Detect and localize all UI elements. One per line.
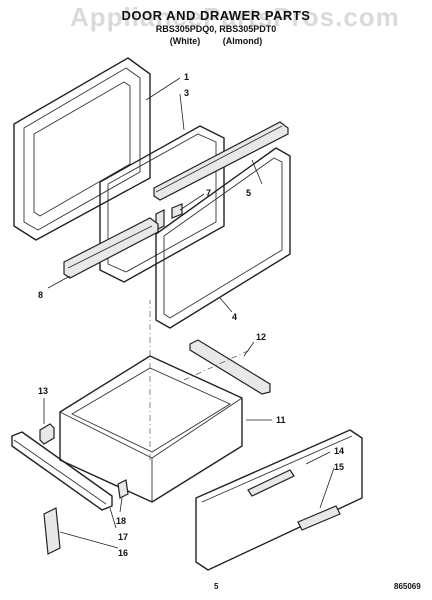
leader-line (145, 77, 181, 101)
leader-line (179, 93, 185, 131)
model-numbers: RBS305PDQ0, RBS305PDT0 (155, 24, 277, 34)
leader-line (179, 193, 205, 211)
part-drawer-handle (297, 505, 341, 531)
leader-line (109, 507, 117, 529)
watermark: AppliancePartsPros.com (70, 2, 400, 32)
color-variants: (White) (Almond) (169, 36, 263, 46)
callout-7: 7 (206, 188, 211, 198)
part-drawer-front (195, 429, 363, 571)
part-door-glass (99, 125, 225, 283)
callout-11: 11 (276, 415, 286, 425)
part-rail-clip (117, 479, 129, 499)
part-drawer-body (59, 355, 243, 503)
part-slide-bracket (39, 423, 55, 445)
leader-line (251, 159, 263, 185)
leader-line (319, 467, 335, 509)
leader-line (305, 451, 331, 465)
callout-5: 5 (246, 188, 251, 198)
callout-17: 17 (118, 532, 128, 542)
part-door-outer-frame (13, 57, 151, 241)
leader-line (59, 531, 119, 549)
part-bottom-trim (63, 217, 159, 279)
part-end-cap (43, 507, 61, 555)
leader-line (243, 341, 255, 357)
leader-line (47, 275, 71, 289)
diagram-code: 865069 (394, 582, 421, 591)
callout-18: 18 (116, 516, 126, 526)
part-drawer-rail (189, 339, 271, 395)
callout-16: 16 (118, 548, 128, 558)
part-top-trim (153, 121, 289, 201)
leader-line (219, 297, 233, 313)
page-title: DOOR AND DRAWER PARTS (121, 8, 311, 23)
callout-13: 13 (38, 386, 48, 396)
callout-15: 15 (334, 462, 344, 472)
leader-line (119, 497, 123, 513)
part-door-gasket (155, 147, 291, 329)
callout-8: 8 (38, 290, 43, 300)
callout-3: 3 (184, 88, 189, 98)
callout-4: 4 (232, 312, 237, 322)
callout-1: 1 (184, 72, 189, 82)
page-number: 5 (214, 582, 219, 591)
callout-12: 12 (256, 332, 266, 342)
part-side-rail (11, 431, 113, 511)
callout-14: 14 (334, 446, 344, 456)
